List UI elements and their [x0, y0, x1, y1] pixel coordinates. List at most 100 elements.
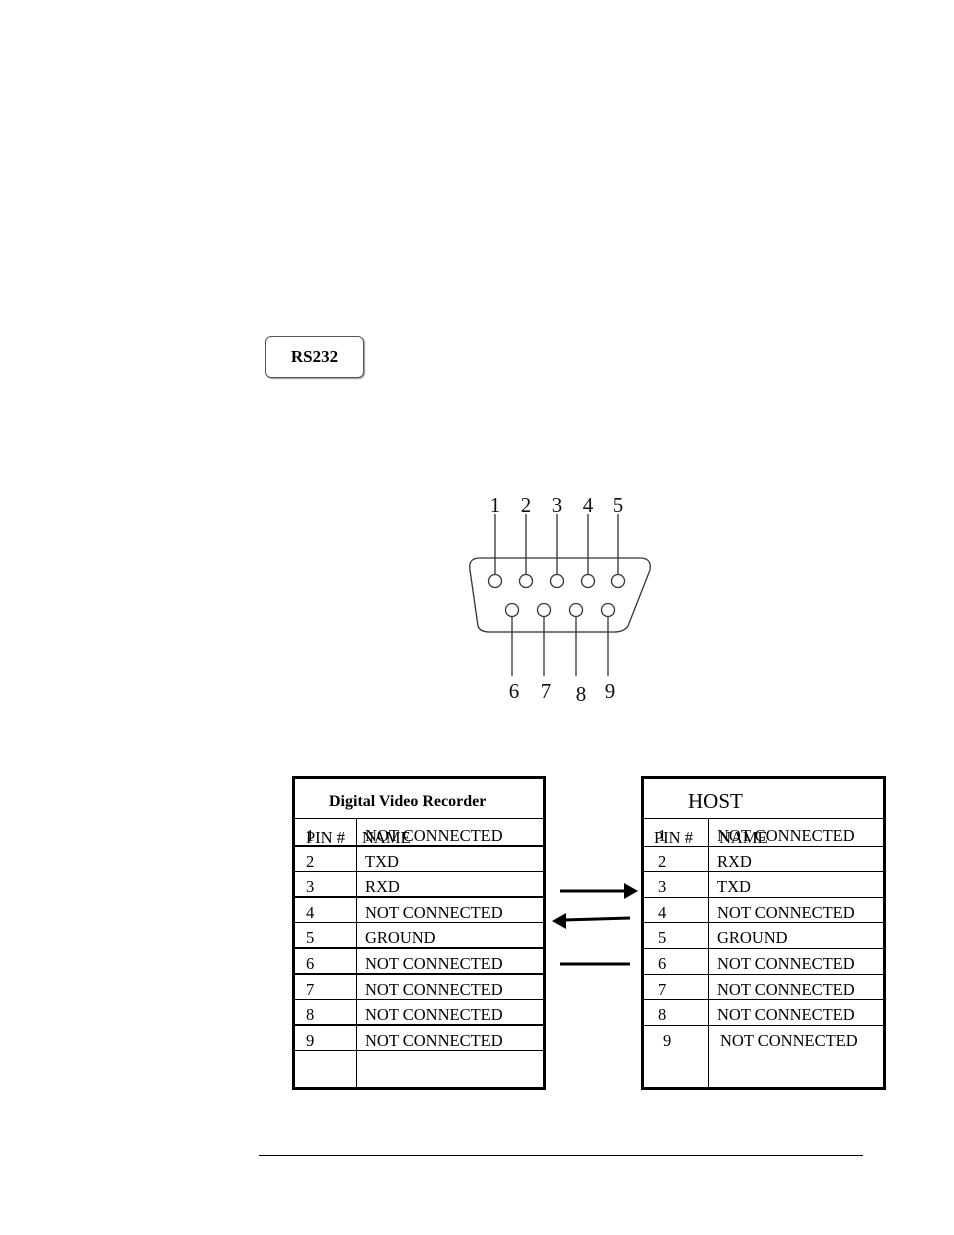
dvr-row-rule	[295, 999, 544, 1001]
host-col-name-header: NAME	[719, 828, 768, 847]
pin-7-number: 7	[541, 679, 552, 703]
pin-5-number: 5	[613, 493, 624, 517]
pin-7-hole	[536, 602, 552, 618]
host-row-9-pin: 9	[663, 1030, 672, 1050]
dvr-row-rule	[295, 973, 544, 975]
host-row-3-pin: 3	[658, 877, 667, 897]
pin-6-number: 6	[509, 679, 520, 703]
pin-1-number: 1	[490, 493, 501, 517]
dvr-row-rule	[295, 973, 544, 974]
dvr-row-9-pin: 9	[306, 1030, 315, 1050]
dvr-row-9-name: NOT CONNECTED	[365, 1030, 503, 1050]
dvr-row-6-pin: 6	[306, 954, 315, 973]
pin-4-hole	[580, 573, 596, 589]
pin-8-number: 8	[576, 682, 587, 706]
dvr-row-7-pin: 7	[306, 979, 315, 999]
host-header-rule	[644, 818, 883, 819]
dvr-row-rule	[295, 922, 544, 924]
dvr-row-rule	[295, 1024, 544, 1026]
host-row-3-name: TXD	[717, 877, 751, 897]
dvr-row-4-pin: 4	[306, 902, 315, 922]
dvr-row-2-name: TXD	[365, 851, 399, 871]
host-row-8-name: NOT CONNECTED	[717, 1005, 855, 1025]
host-row-4-pin: 4	[658, 902, 667, 922]
dvr-row-rule	[295, 896, 544, 898]
pin-5-hole	[610, 573, 626, 589]
dvr-row-7-name: NOT CONNECTED	[365, 979, 503, 999]
pin-9-hole	[600, 602, 616, 618]
pin-3-hole	[549, 573, 565, 589]
dvr-row-rule	[295, 896, 544, 898]
pin-9-number: 9	[605, 679, 616, 703]
footer-rule	[259, 1155, 863, 1156]
host-row-4-name: NOT CONNECTED	[717, 902, 855, 922]
pin-4-number: 4	[583, 493, 594, 517]
dvr-row-3-name: RXD	[365, 877, 400, 897]
dvr-row-5-name: GROUND	[365, 928, 436, 948]
dvr-row-rule	[295, 948, 544, 949]
host-col-pin-header: PIN #	[654, 828, 693, 847]
host-row-2-pin: 2	[658, 851, 667, 871]
dvr-row-rule	[295, 998, 544, 1000]
host-row-rule	[644, 973, 883, 975]
dvr-header-rule	[295, 818, 544, 819]
dvr-row-rule	[295, 845, 544, 847]
connector-shell	[469, 557, 651, 633]
pin-2-number: 2	[521, 493, 532, 517]
dvr-row-rule	[295, 947, 544, 949]
dvr-row-rule	[295, 921, 544, 923]
pin-3-number: 3	[552, 493, 563, 517]
host-row-rule	[644, 999, 883, 1001]
pin-6-hole	[504, 602, 520, 618]
host-row-rule	[644, 896, 883, 898]
dvr-row-rule	[295, 1049, 544, 1051]
host-row-rule	[644, 948, 883, 949]
dvr-row-6-name: NOT CONNECTED	[365, 954, 503, 973]
host-row-5-pin: 5	[658, 928, 667, 948]
host-row-2-name: RXD	[717, 851, 752, 871]
dvr-row-rule	[295, 871, 544, 873]
dvr-row-1-pin: 1	[306, 826, 315, 845]
dvr-row-rule	[295, 870, 544, 872]
host-title: HOST	[688, 789, 743, 813]
host-row-rule	[644, 922, 883, 924]
rxd-from-txd-arrow	[563, 916, 631, 922]
pinout-table: Digital Video Recorder HOST PIN # NAME PIN…	[292, 776, 886, 1090]
host-row-9-name: NOT CONNECTED	[720, 1030, 858, 1050]
dvr-row-rule	[295, 1024, 544, 1026]
dvr-row-5-pin: 5	[306, 928, 315, 948]
right-arrowhead	[624, 883, 638, 899]
dvr-row-rule	[295, 845, 544, 846]
host-row-rule	[644, 1024, 883, 1026]
host-row-7-name: NOT CONNECTED	[717, 979, 855, 999]
rs232-badge: RS232	[265, 336, 364, 378]
host-row-8-pin: 8	[658, 1005, 667, 1025]
host-table-border	[641, 776, 886, 1090]
host-row-1-name: NOT CONNECTED	[717, 826, 855, 845]
dvr-row-1-name: NOT CONNECTED	[365, 826, 503, 845]
rs232-badge-label: RS232	[290, 347, 339, 366]
dvr-col-pin-header: PIN #	[306, 828, 345, 847]
dvr-row-4-name: NOT CONNECTED	[365, 902, 503, 922]
pin-1-hole	[487, 573, 503, 589]
dvr-title: Digital Video Recorder	[329, 793, 487, 810]
dvr-row-3-pin: 3	[306, 877, 315, 897]
dvr-row-2-pin: 2	[306, 851, 315, 871]
signal-arrows	[552, 883, 638, 966]
host-row-6-pin: 6	[658, 954, 667, 973]
host-row-rule	[644, 845, 883, 847]
dvr-row-8-pin: 8	[306, 1005, 315, 1025]
host-row-1-pin: 1	[658, 826, 667, 845]
dvr-col-name-header: NAME	[362, 828, 411, 847]
host-row-5-name: GROUND	[717, 928, 788, 948]
host-row-6-name: NOT CONNECTED	[717, 954, 855, 973]
dvr-pin-column-divider	[356, 818, 357, 1090]
host-row-rule	[644, 871, 883, 873]
dvr-row-8-name: NOT CONNECTED	[365, 1005, 503, 1025]
middle-divider	[544, 776, 545, 1090]
pin-2-hole	[518, 573, 534, 589]
left-arrowhead	[552, 913, 566, 929]
host-row-7-pin: 7	[658, 979, 667, 999]
pin-8-hole	[568, 602, 584, 618]
